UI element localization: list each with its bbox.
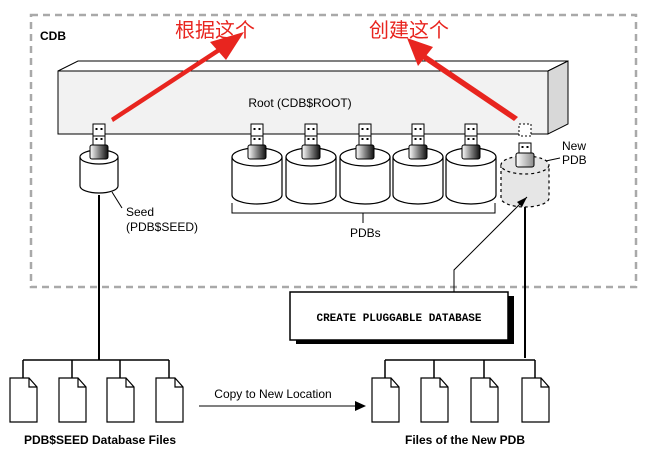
root-plugs — [92, 123, 532, 137]
seed-files-label: PDB$SEED Database Files — [24, 433, 176, 447]
annotation-arrow-right — [407, 38, 518, 121]
seed-files-file-icon-2 — [58, 377, 87, 423]
root-socket-icon — [358, 123, 372, 137]
pdbs-bracket — [231, 203, 496, 223]
new-pdb-files-file-icon-2 — [420, 377, 449, 423]
pdb-cylinder-5 — [445, 134, 497, 205]
cdb-frame — [29, 13, 638, 289]
copy-label: Copy to New Location — [214, 387, 331, 401]
root-label: Root (CDB$ROOT) — [248, 96, 351, 110]
seed-files-file-icon-4 — [155, 377, 184, 423]
root-socket-icon — [518, 123, 532, 137]
copy-arrowhead — [355, 401, 366, 411]
command-text: CREATE PLUGGABLE DATABASE — [316, 313, 481, 325]
new-pdb-cylinder-plug-icon — [515, 142, 535, 168]
annotation-left-text: 根据这个 — [175, 18, 255, 42]
seed-cylinder-plug-icon — [89, 134, 109, 160]
root-socket-icon — [411, 123, 425, 137]
seed-files — [9, 359, 184, 423]
pdb-cylinder-5-plug-icon — [461, 134, 481, 160]
new-pdb-files-file-icon-1 — [371, 377, 400, 423]
new-files-label: Files of the New PDB — [405, 433, 525, 447]
annotation-arrow-left — [111, 32, 244, 122]
seed-files-file-icon-3 — [106, 377, 135, 423]
new-pdb-label-line2: PDB — [562, 153, 587, 167]
seed-label-line1: Seed — [126, 205, 154, 219]
seed-label-line2: (PDB$SEED) — [126, 220, 198, 234]
command-connector — [453, 196, 528, 296]
new-pdb-label-line1: New — [562, 139, 586, 153]
root-container: Root (CDB$ROOT) — [57, 60, 569, 135]
command-box — [289, 291, 509, 341]
pdb-cylinder-4 — [392, 134, 444, 205]
new-pdb-files — [371, 359, 550, 423]
annotation-right-text: 创建这个 — [369, 18, 449, 42]
pdb-cylinder-3 — [339, 134, 391, 205]
root-socket-icon — [304, 123, 318, 137]
pdb-cylinder-4-plug-icon — [408, 134, 428, 160]
pdb-cylinder-2-plug-icon — [301, 134, 321, 160]
file-groups — [9, 359, 550, 423]
new-pdb-files-file-icon-4 — [521, 377, 550, 423]
pdbs-label: PDBs — [350, 226, 381, 240]
new-pdb-files-file-icon-3 — [470, 377, 499, 423]
pdb-cylinder-1-plug-icon — [247, 134, 267, 160]
pdb-cylinder-2 — [285, 134, 337, 205]
command-arrowhead — [517, 197, 527, 207]
pdb-cylinder-3-plug-icon — [355, 134, 375, 160]
seed-files-file-icon-1 — [9, 377, 38, 423]
root-socket-icon — [92, 123, 106, 137]
root-socket-icon — [250, 123, 264, 137]
database-cylinders — [79, 123, 550, 208]
root-socket-icon — [464, 123, 478, 137]
new-pdb-cylinder — [500, 142, 550, 208]
seed-cylinder — [79, 134, 119, 194]
seed-leader-line — [111, 191, 123, 209]
pdb-cylinder-1 — [231, 134, 283, 205]
cdb-label: CDB — [40, 29, 66, 43]
